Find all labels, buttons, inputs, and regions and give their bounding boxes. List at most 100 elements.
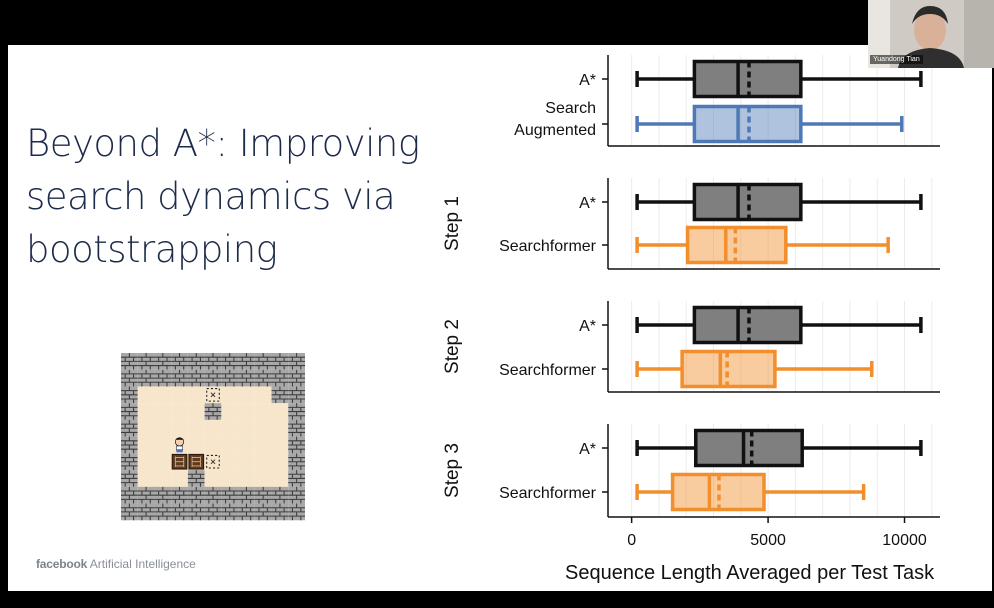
wall-bricks bbox=[288, 453, 305, 471]
wall-bricks bbox=[154, 503, 172, 521]
wall-bricks bbox=[288, 503, 305, 521]
wall-bricks bbox=[204, 353, 222, 370]
category-label: Searchformer bbox=[499, 362, 597, 379]
wall-bricks bbox=[121, 386, 138, 404]
floor-tile bbox=[154, 470, 172, 487]
floor-tile bbox=[187, 386, 205, 404]
wall-bricks bbox=[254, 369, 272, 387]
floor-tile bbox=[254, 419, 272, 437]
wall-bricks bbox=[187, 369, 205, 387]
floor-tile bbox=[137, 470, 155, 487]
wall-bricks bbox=[121, 470, 138, 487]
floor-tile bbox=[221, 419, 239, 437]
title-line: Beyond A*: Improving bbox=[26, 122, 420, 165]
floor-tile bbox=[254, 386, 272, 404]
floor-tile bbox=[271, 436, 289, 454]
wall-bricks bbox=[121, 403, 138, 420]
wall-bricks bbox=[288, 403, 305, 420]
panel-step-label: Step 1 bbox=[442, 196, 463, 251]
wall-bricks bbox=[238, 503, 255, 521]
x-tick-label: 10000 bbox=[882, 532, 927, 549]
wall-bricks bbox=[204, 503, 222, 521]
wall-bricks bbox=[288, 486, 305, 504]
wall-bricks bbox=[254, 486, 272, 504]
sokoban-illustration bbox=[121, 353, 305, 521]
wall-bricks bbox=[221, 486, 239, 504]
floor-tile bbox=[254, 470, 272, 487]
wall-bricks bbox=[137, 486, 155, 504]
floor-tile bbox=[221, 453, 239, 471]
floor-tile bbox=[221, 470, 239, 487]
wall-bricks bbox=[204, 369, 222, 387]
wall-bricks bbox=[187, 503, 205, 521]
wall-bricks bbox=[288, 436, 305, 454]
floor-tile bbox=[204, 436, 222, 454]
floor-tile bbox=[187, 403, 205, 420]
wall-bricks bbox=[121, 503, 138, 521]
floor-tile bbox=[137, 453, 155, 471]
floor-tile bbox=[238, 453, 255, 471]
webcam-video-feed: Yuandong Tian bbox=[868, 0, 994, 68]
floor-tile bbox=[271, 453, 289, 471]
crate-planks bbox=[191, 456, 201, 467]
floor-tile bbox=[137, 386, 155, 404]
wall-bricks bbox=[238, 369, 255, 387]
floor-tile bbox=[154, 386, 172, 404]
wall-bricks bbox=[288, 386, 305, 404]
floor-tile bbox=[221, 403, 239, 420]
floor-tile bbox=[154, 419, 172, 437]
wall-bricks bbox=[171, 369, 188, 387]
floor-tile bbox=[154, 403, 172, 420]
wall-bricks bbox=[221, 503, 239, 521]
crate-planks bbox=[174, 456, 185, 467]
floor-tile bbox=[137, 419, 155, 437]
wall-bricks bbox=[121, 436, 138, 454]
goal-x-icon bbox=[210, 459, 216, 465]
category-label: Searchformer bbox=[499, 238, 597, 255]
wall-bricks bbox=[271, 353, 289, 370]
floor-tile bbox=[171, 403, 188, 420]
floor-tile bbox=[221, 386, 239, 404]
wall-bricks bbox=[154, 353, 172, 370]
wall-bricks bbox=[171, 353, 188, 370]
floor-tile bbox=[137, 436, 155, 454]
box-iqr bbox=[694, 428, 804, 468]
floor-tile bbox=[187, 436, 205, 454]
floor-tile bbox=[238, 470, 255, 487]
wall-bricks bbox=[121, 453, 138, 471]
wall-bricks bbox=[187, 353, 205, 370]
wall-bricks bbox=[271, 486, 289, 504]
floor-tile bbox=[238, 419, 255, 437]
slide: Beyond A*: Improving search dynamics via… bbox=[8, 45, 992, 591]
floor-tile bbox=[254, 403, 272, 420]
floor-tile bbox=[271, 470, 289, 487]
floor-tile bbox=[221, 436, 239, 454]
x-axis-label: Sequence Length Averaged per Test Task bbox=[565, 562, 935, 584]
wall-bricks bbox=[254, 503, 272, 521]
floor-tile bbox=[271, 419, 289, 437]
wall-bricks bbox=[171, 503, 188, 521]
floor-tile bbox=[271, 403, 289, 420]
wall-bricks bbox=[121, 369, 138, 387]
panel-step-label: Step 3 bbox=[442, 443, 463, 498]
floor-tile bbox=[137, 403, 155, 420]
category-label: Augmented bbox=[514, 122, 596, 139]
slide-title: Beyond A*: Improving search dynamics via… bbox=[26, 117, 426, 276]
floor-tile bbox=[238, 403, 255, 420]
category-label: A* bbox=[579, 195, 596, 212]
wall-bricks bbox=[221, 369, 239, 387]
footer-text: Artificial Intelligence bbox=[89, 557, 196, 571]
wall-bricks bbox=[154, 369, 172, 387]
x-tick-label: 0 bbox=[627, 532, 636, 549]
floor-tile bbox=[154, 453, 172, 471]
title-line: search dynamics via bbox=[26, 175, 396, 218]
floor-tile bbox=[171, 470, 188, 487]
footer: facebook Artificial Intelligence bbox=[36, 557, 196, 571]
wall-bricks bbox=[137, 353, 155, 370]
floor-tile bbox=[204, 470, 222, 487]
wall-bricks bbox=[271, 369, 289, 387]
category-label: Search bbox=[545, 100, 596, 117]
player-hair-icon bbox=[175, 437, 184, 440]
wall-bricks bbox=[187, 470, 205, 487]
